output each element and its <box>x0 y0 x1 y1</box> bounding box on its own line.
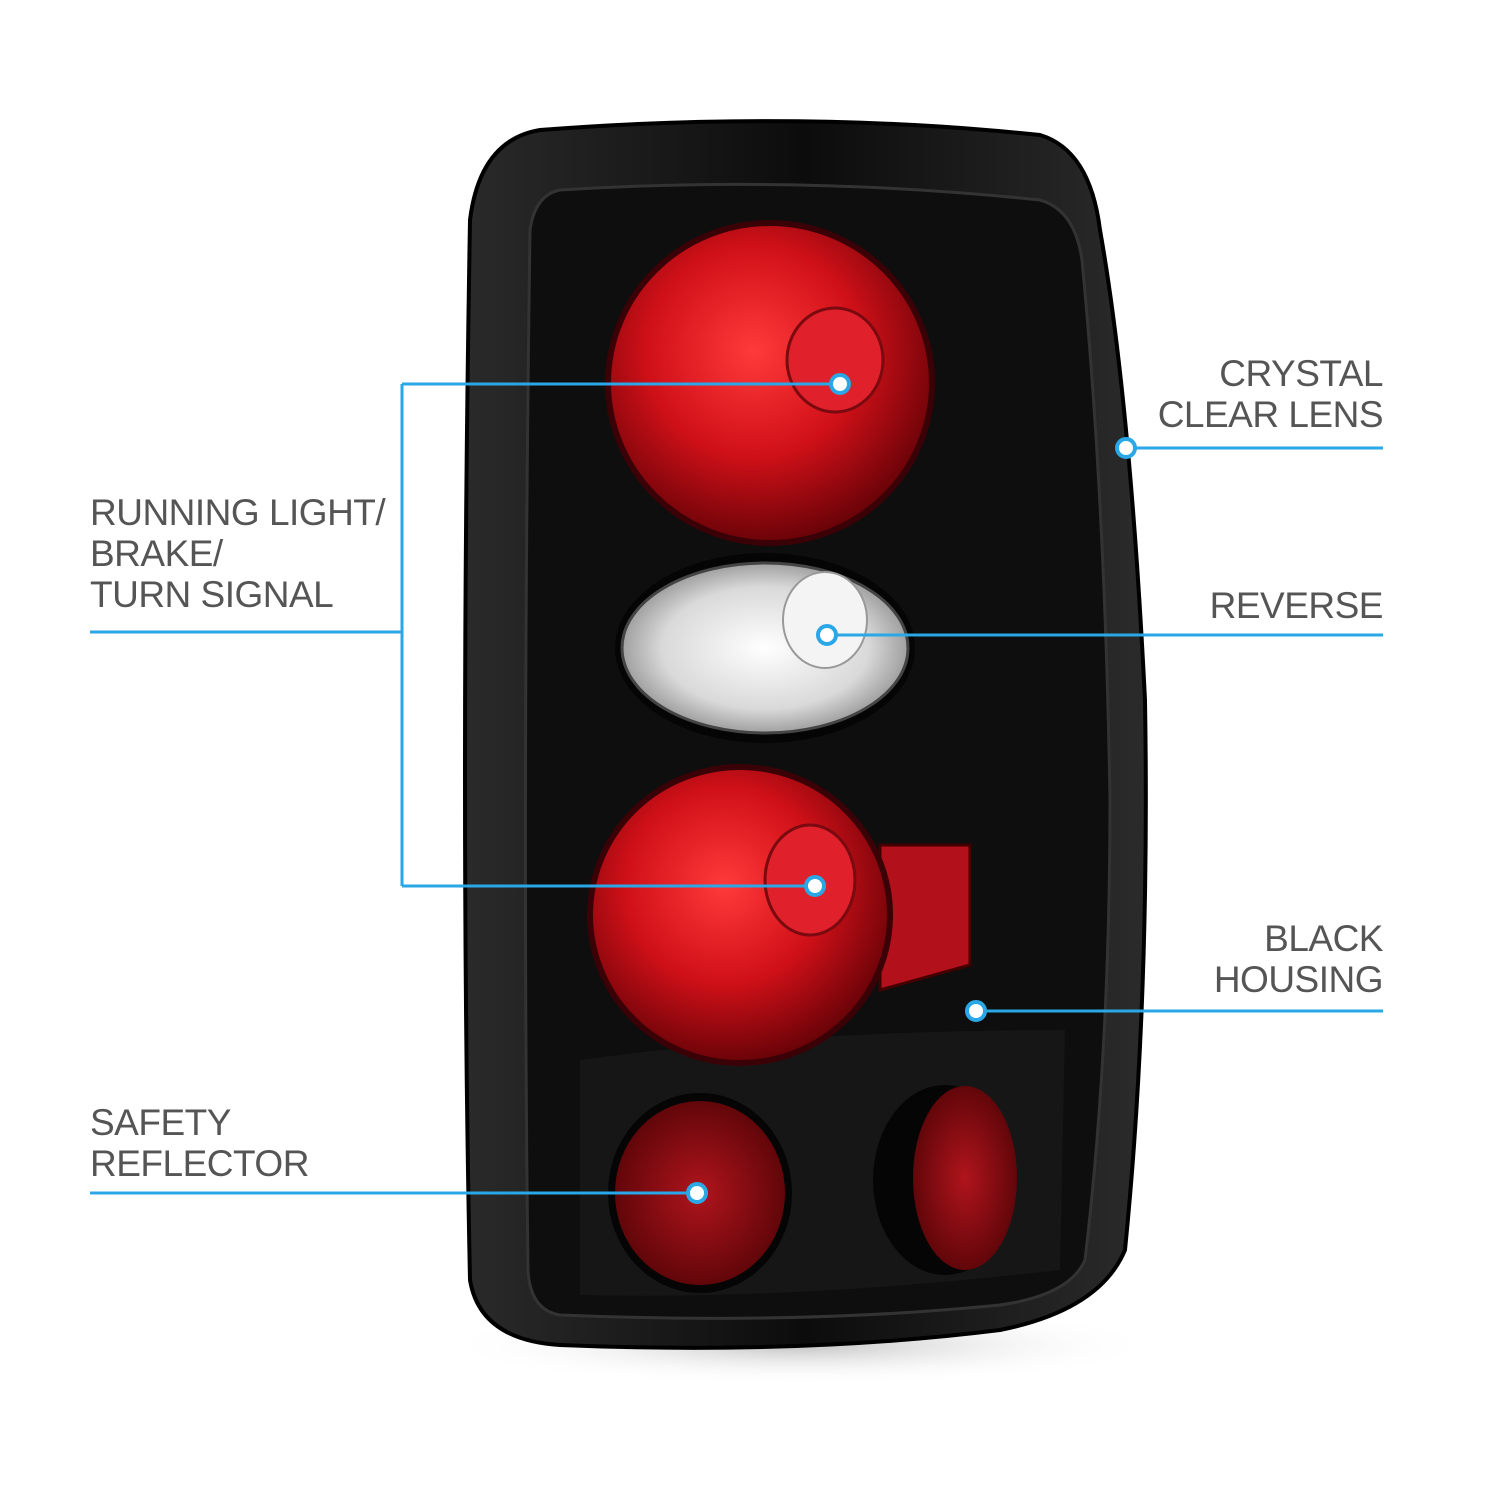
running-light-upper-dot <box>829 373 851 395</box>
black-housing-dot <box>965 1000 987 1022</box>
black-housing-label: BLACK HOUSING <box>1213 918 1384 1000</box>
crystal-clear-lens-dot <box>1115 437 1137 459</box>
side-marker-lens <box>878 843 972 992</box>
right-reflector <box>913 1086 1017 1270</box>
crystal-clear-lens-label: CRYSTAL CLEAR LENS <box>1157 353 1384 435</box>
reverse-lens <box>620 561 910 735</box>
reverse-dot <box>816 624 838 646</box>
safety-reflector-dot <box>686 1182 708 1204</box>
running-light-label: RUNNING LIGHT/ BRAKE/ TURN SIGNAL <box>90 492 386 615</box>
safety-reflector-label: SAFETY REFLECTOR <box>90 1102 309 1184</box>
reverse-label: REVERSE <box>1209 585 1384 626</box>
running-light-lower-dot <box>804 875 826 897</box>
callout-lines <box>90 382 1383 1195</box>
